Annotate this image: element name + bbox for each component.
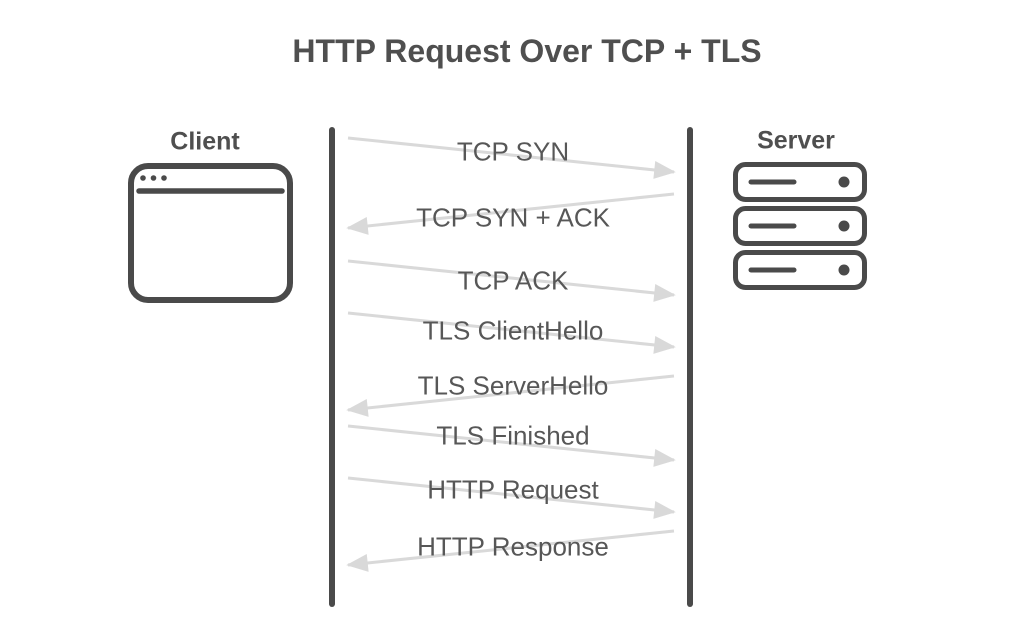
message-label: HTTP Request <box>427 474 599 505</box>
message-label: HTTP Response <box>417 531 609 562</box>
server-unit <box>733 162 867 202</box>
server-led-icon <box>838 264 850 276</box>
message-label: TLS ServerHello <box>417 370 609 401</box>
server-label: Server <box>757 126 835 155</box>
browser-frame <box>128 163 293 303</box>
message-label: TCP SYN + ACK <box>416 202 610 233</box>
message-label: TLS ClientHello <box>422 315 604 346</box>
client-lifeline <box>329 127 335 607</box>
message-label: TCP SYN <box>456 136 570 167</box>
server-stack-icon <box>733 162 867 290</box>
message-arrow-to-server <box>347 136 676 179</box>
message-label: TCP ACK <box>457 265 569 296</box>
browser-window-icon <box>128 163 293 303</box>
message-label: TLS Finished <box>436 420 590 451</box>
browser-dot-icon <box>150 175 157 181</box>
server-lifeline <box>687 127 693 607</box>
message-arrow-to-client <box>346 529 675 572</box>
browser-dot-icon <box>140 175 146 181</box>
message-arrow-to-server <box>347 311 676 354</box>
server-led-icon <box>838 220 850 232</box>
diagram-title: HTTP Request Over TCP + TLS <box>292 33 762 69</box>
message-arrow-to-server <box>347 259 676 302</box>
message-arrow-to-client <box>346 374 675 417</box>
message-arrow-to-client <box>346 192 675 235</box>
client-label: Client <box>170 127 240 156</box>
browser-dot-icon <box>161 175 167 181</box>
message-arrow-to-server <box>347 476 676 519</box>
message-arrow-to-server <box>347 424 676 467</box>
server-led-icon <box>838 176 850 188</box>
server-unit <box>733 206 867 246</box>
server-unit <box>733 250 867 290</box>
